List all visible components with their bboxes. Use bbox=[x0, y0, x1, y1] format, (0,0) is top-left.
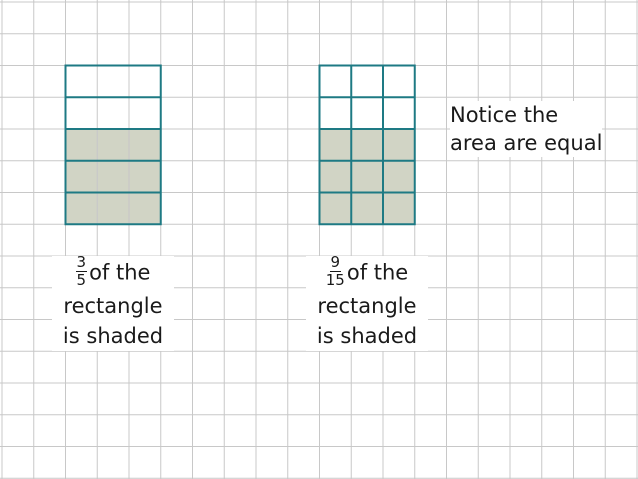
right-caption-line2: rectangle bbox=[317, 294, 417, 318]
right-caption-of-the: of the bbox=[346, 260, 409, 285]
left-fraction-numerator: 3 bbox=[75, 253, 88, 272]
left-rectangle-outline bbox=[64, 64, 162, 226]
notice-note-line2: area are equal bbox=[450, 131, 603, 155]
notice-note-line1: Notice the bbox=[450, 103, 559, 127]
left-caption: 3 5 of the rectangle is shaded bbox=[52, 253, 174, 351]
right-caption: 9 15 of the rectangle is shaded bbox=[306, 254, 428, 351]
right-fraction-denominator: 15 bbox=[325, 271, 345, 289]
notice-note: Notice the area are equal bbox=[450, 101, 603, 157]
right-fraction-numerator: 9 bbox=[329, 253, 342, 272]
left-caption-line3: is shaded bbox=[62, 324, 164, 348]
left-fraction-denominator: 5 bbox=[76, 271, 87, 289]
right-fraction: 9 15 bbox=[326, 254, 345, 289]
left-caption-of-the: of the bbox=[89, 260, 151, 285]
right-caption-line3: is shaded bbox=[316, 324, 418, 348]
right-rectangle-outline bbox=[318, 64, 416, 226]
left-caption-line2: rectangle bbox=[63, 294, 163, 318]
right-rectangle-shaded-region bbox=[319, 129, 415, 225]
right-caption-line1: 9 15 of the bbox=[306, 254, 428, 291]
left-caption-line1: 3 5 of the bbox=[52, 253, 174, 291]
left-rectangle-shaded-region bbox=[65, 129, 161, 225]
left-fraction: 3 5 bbox=[75, 253, 88, 289]
